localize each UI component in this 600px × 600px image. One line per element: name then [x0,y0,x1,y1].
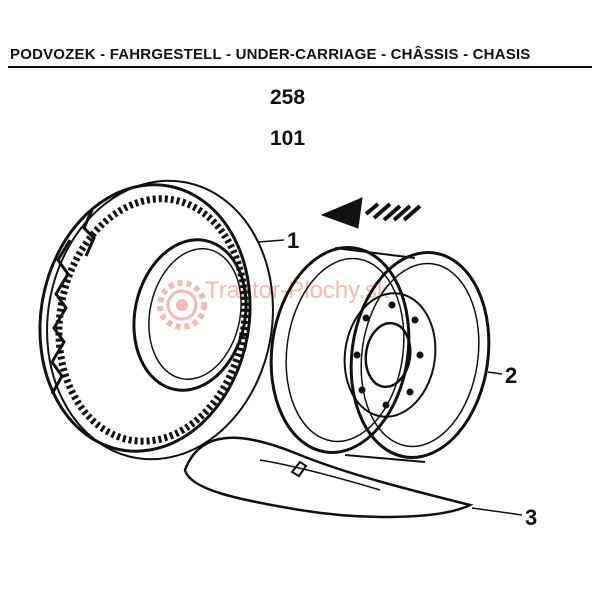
callout-2: 2 [505,363,518,388]
rim-back-inner [285,257,405,443]
rim-back-flange [269,246,411,454]
arrow-head [320,197,363,229]
callout-3: 3 [525,505,538,530]
tyre-bead [148,248,242,380]
rim-front-inner [360,262,480,448]
tyre-tread-pattern [50,209,96,395]
gear-icon [157,280,207,330]
sub-group-code: 101 [270,127,306,150]
header-rule [8,66,592,68]
tyre-inner-opening [132,238,248,392]
tyre-outer-back [46,179,274,461]
rim-bolt-holes [353,301,424,409]
leader-line-3 [471,507,523,516]
leader-lines [257,239,523,516]
leader-line-2 [487,371,503,375]
watermark-text: Traktor-Plochy.sk [205,277,390,304]
watermark: Traktor-Plochy.sk [157,277,390,330]
tyre-drawing [38,179,274,461]
callout-1: 1 [287,228,300,253]
inner-tube-drawing [183,436,474,519]
leader-line-1 [257,239,285,243]
tube-outer-edge [183,436,474,519]
tyre-tread-ring [55,195,249,445]
rim-center-hole [364,321,412,389]
tube-inner-edge [259,459,381,491]
rim-barrel-bottom [344,454,426,463]
rim-front-flange [349,251,491,459]
direction-arrow [320,197,422,229]
page-title: PODVOZEK - FAHRGESTELL - UNDER-CARRIAGE … [10,46,531,63]
rim-barrel-top [334,247,416,259]
tube-valve [290,460,308,478]
group-code: 258 [270,86,306,109]
wheel-rim-drawing [269,246,491,463]
rim-disc [343,292,437,418]
tyre-outer-front [38,183,252,453]
